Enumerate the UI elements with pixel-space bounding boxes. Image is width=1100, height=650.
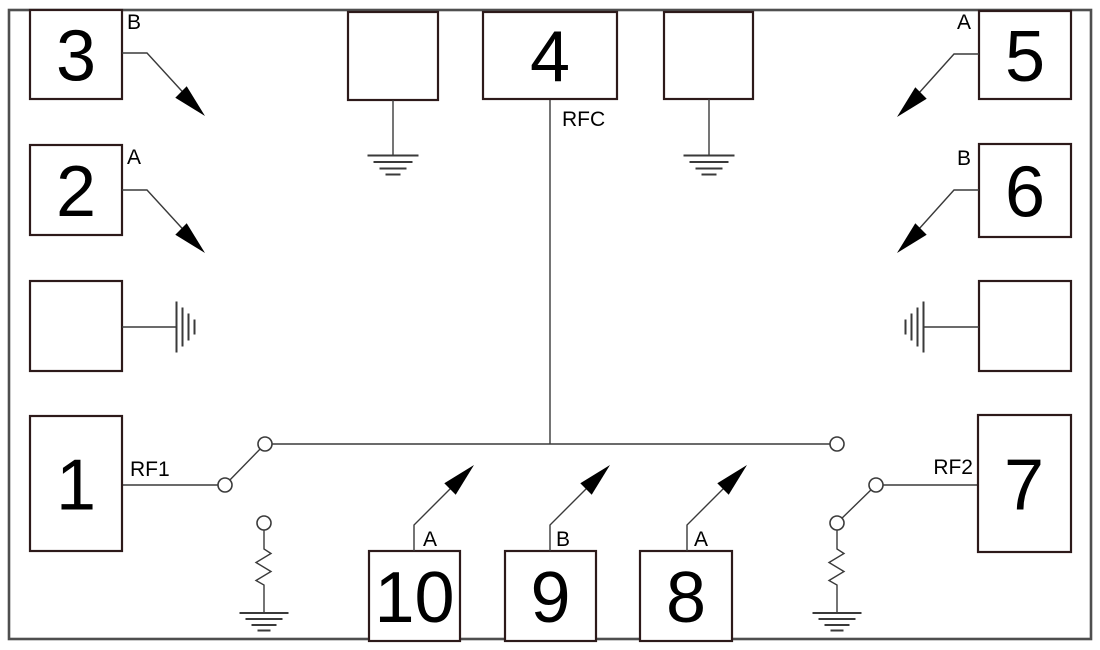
pin-5-path-label: A	[957, 11, 971, 34]
pin-8-number: 8	[666, 558, 706, 638]
ground-pad-box	[977, 279, 1073, 373]
pin-8-box	[638, 549, 734, 643]
pin-9-number: 9	[530, 558, 570, 638]
rf2-switch	[829, 436, 978, 531]
arrowhead-icon	[897, 223, 927, 253]
ground-pad-box	[662, 10, 755, 101]
pin-1-number: 1	[56, 446, 96, 526]
rf-common-network	[122, 99, 978, 632]
pin-7-number: 7	[1004, 446, 1044, 526]
pin-1: 1 RF1	[28, 414, 170, 553]
arrowhead-icon	[175, 86, 205, 116]
pin-5-box	[977, 9, 1073, 101]
pin-5: 5 A	[897, 9, 1073, 117]
resistor-symbol	[827, 530, 846, 612]
pin-10-path-label: A	[423, 528, 437, 551]
switch-contact	[829, 436, 845, 452]
pin-2-path-label: A	[127, 146, 141, 169]
pin-3-number: 3	[56, 17, 96, 97]
rf2-switch-arm	[836, 484, 877, 524]
pin-6: 6 B	[897, 142, 1073, 253]
pin-8-path-label: A	[694, 528, 708, 551]
termination-resistor-right	[812, 530, 862, 632]
resistor-symbol	[254, 530, 273, 612]
pin-5-number: 5	[1005, 17, 1045, 97]
pin-2-number: 2	[56, 152, 96, 232]
ground-pad-box	[28, 279, 124, 373]
rf1-switch	[122, 436, 273, 531]
pin-2-box	[28, 143, 124, 237]
ground-symbol	[904, 301, 925, 353]
arrowhead-icon	[444, 465, 474, 495]
grounded-pad-top-left	[346, 10, 440, 176]
pin-6-box	[977, 142, 1073, 239]
pin-2: 2 A	[28, 143, 205, 253]
ground-pad-box	[346, 10, 440, 102]
arrowhead-icon	[580, 465, 610, 495]
ground-symbol	[812, 612, 862, 632]
switch-contact	[868, 477, 884, 493]
pin-9: 9 B	[503, 465, 610, 643]
rfc-label: RFC	[562, 108, 605, 131]
pin-3: 3 B	[28, 8, 205, 116]
pin-6-number: 6	[1005, 153, 1045, 233]
ground-symbol	[367, 154, 419, 176]
pin-4: 4 RFC	[481, 10, 619, 131]
arrowhead-icon	[717, 465, 747, 495]
arrowhead-icon	[897, 87, 927, 117]
ground-symbol	[239, 612, 289, 632]
ground-symbol	[175, 301, 196, 353]
switch-contact	[217, 477, 233, 493]
arrowhead-icon	[175, 223, 205, 253]
ground-symbol	[683, 154, 735, 176]
pin-8: 8 A	[638, 465, 747, 643]
pin-6-path-label: B	[957, 147, 971, 170]
termination-resistor-left	[239, 530, 289, 632]
pin-1-box	[28, 414, 124, 553]
pin-3-box	[28, 8, 124, 101]
pin-7-box	[976, 413, 1073, 554]
pin-4-box	[481, 10, 619, 101]
pin-4-number: 4	[530, 18, 570, 98]
grounded-pad-top-right	[662, 10, 755, 176]
pin-3-path-label: B	[127, 11, 141, 34]
switch-contact	[256, 515, 272, 531]
pin-10-number: 10	[374, 558, 454, 638]
rf1-switch-arm	[224, 443, 266, 486]
grounded-pad-right	[904, 279, 1073, 373]
pin-7: 7 RF2	[933, 413, 1073, 554]
pin-10: 10 A	[367, 465, 474, 643]
grounded-pad-left	[28, 279, 196, 373]
pin-9-path-label: B	[556, 528, 570, 551]
switch-contact	[257, 436, 273, 452]
switch-contact	[829, 515, 845, 531]
rf1-label: RF1	[130, 458, 170, 481]
rf2-label: RF2	[933, 456, 973, 479]
